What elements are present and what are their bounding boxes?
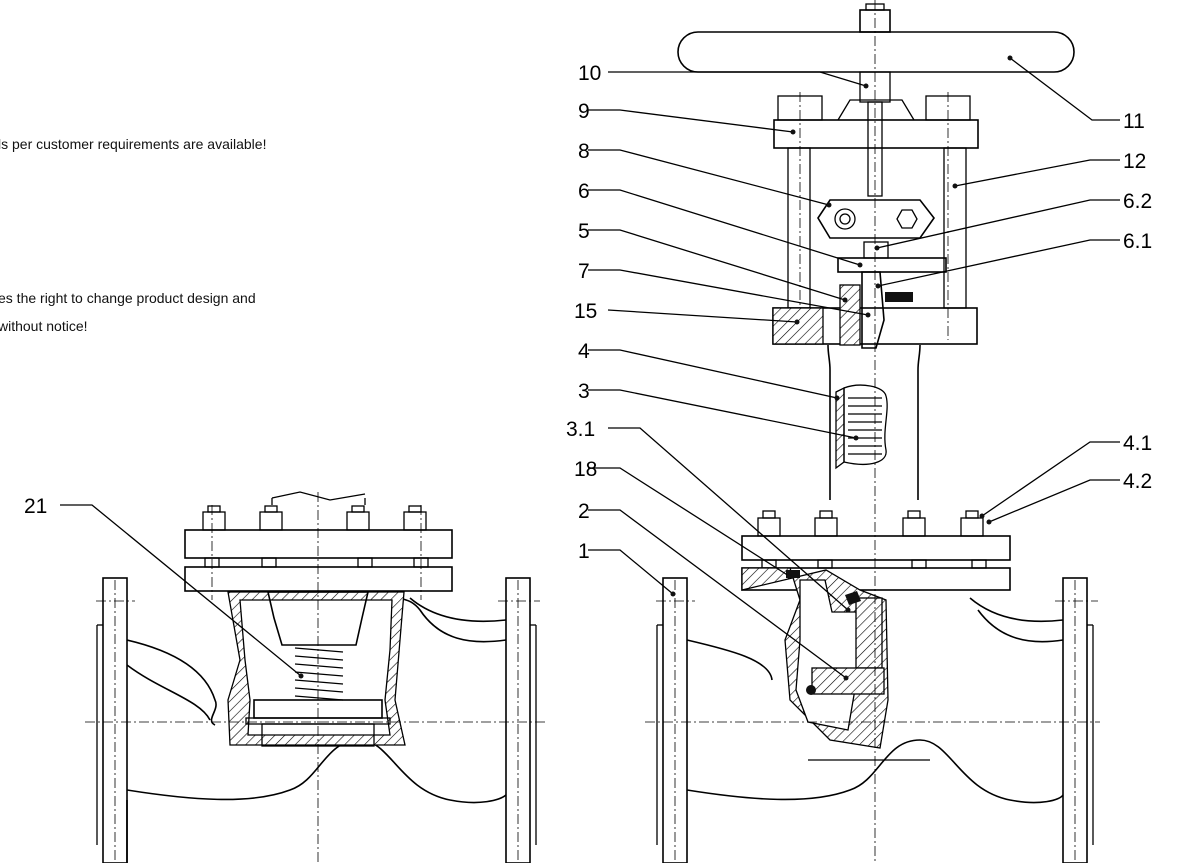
callout-8: 8 (578, 140, 590, 163)
callout-7: 7 (578, 260, 590, 283)
callout-3: 3 (578, 380, 590, 403)
leader-lines (60, 55, 1120, 681)
callout-1: 1 (578, 540, 590, 563)
callout-4: 4 (578, 340, 590, 363)
callout-21: 21 (24, 495, 47, 518)
callout-6-2: 6.2 (1123, 190, 1152, 213)
callout-4-2: 4.2 (1123, 470, 1152, 493)
callout-4-1: 4.1 (1123, 432, 1152, 455)
right-valve-view (645, 0, 1100, 863)
handwheel (677, 31, 1075, 73)
callout-2: 2 (578, 500, 590, 523)
callout-6: 6 (578, 180, 590, 203)
left-valve-view (85, 491, 545, 863)
note-without-notice: without notice! (0, 318, 88, 334)
callout-12: 12 (1123, 150, 1146, 173)
callout-labels: 10 9 8 6 5 7 15 4 3 3.1 18 2 1 11 12 6.2… (24, 62, 1152, 563)
callout-9: 9 (578, 100, 590, 123)
callout-10: 10 (578, 62, 601, 85)
note-custom-materials: ls per customer requirements are availab… (0, 136, 267, 152)
callout-3-1: 3.1 (566, 418, 595, 441)
callout-18: 18 (574, 458, 597, 481)
callout-15: 15 (574, 300, 597, 323)
callout-5: 5 (578, 220, 590, 243)
note-design-change: es the right to change product design an… (0, 290, 256, 306)
callout-6-1: 6.1 (1123, 230, 1152, 253)
callout-11: 11 (1123, 110, 1145, 133)
